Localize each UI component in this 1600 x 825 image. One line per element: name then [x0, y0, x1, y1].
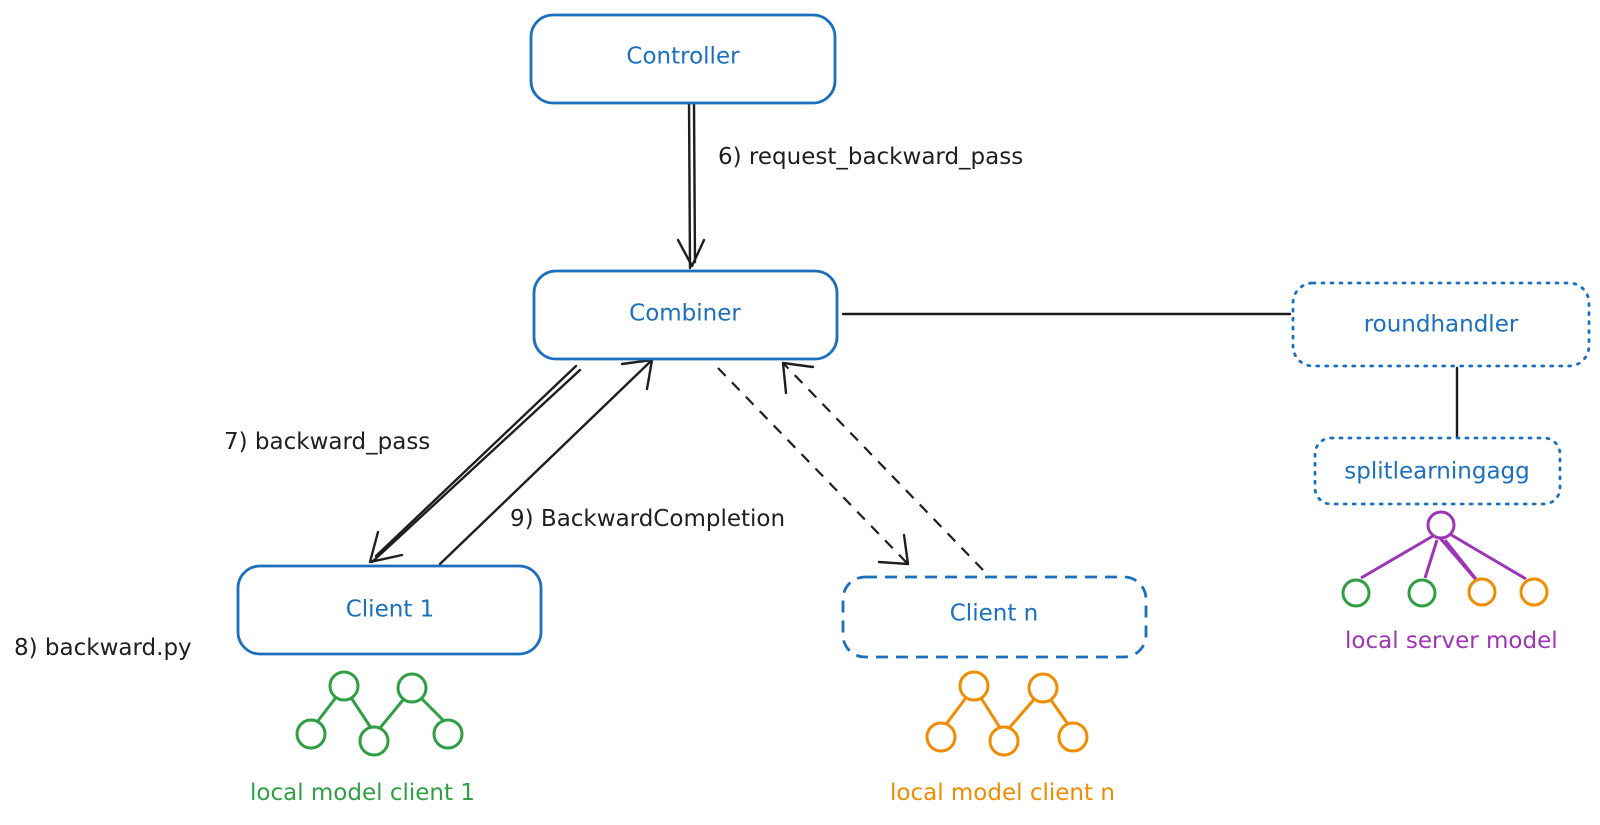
- client1-label: Client 1: [346, 597, 435, 623]
- label-backward-pass: 7) backward_pass: [224, 429, 430, 455]
- controller-label: Controller: [626, 44, 740, 70]
- node-client-1[interactable]: Client 1: [236, 564, 543, 656]
- node-roundhandler[interactable]: roundhandler: [1291, 281, 1591, 368]
- node-splitlearningagg[interactable]: splitlearningagg: [1313, 436, 1562, 506]
- roundhandler-label: roundhandler: [1364, 312, 1519, 338]
- node-controller[interactable]: Controller: [529, 13, 837, 105]
- label-request-backward-pass: 6) request_backward_pass: [718, 144, 1023, 170]
- clientn-model-caption: local model client n: [890, 780, 1115, 806]
- server-model-tree-icon: [1341, 510, 1549, 608]
- arrow-client1-to-combiner: [438, 358, 654, 566]
- clientn-model-tree-icon: [925, 670, 1089, 757]
- arrow-controller-to-combiner: [676, 100, 706, 270]
- node-client-n[interactable]: Client n: [841, 575, 1148, 659]
- arrow-clientn-to-combiner: [781, 361, 984, 571]
- arrow-combiner-to-clientn: [717, 367, 910, 566]
- combiner-label: Combiner: [629, 301, 741, 327]
- label-backward-py: 8) backward.py: [14, 635, 192, 661]
- arrow-combiner-to-client1: [368, 364, 582, 564]
- splitlearningagg-label: splitlearningagg: [1344, 459, 1530, 485]
- label-backward-completion: 9) BackwardCompletion: [510, 506, 785, 532]
- client1-model-tree-icon: [295, 670, 464, 757]
- clientn-label: Client n: [950, 601, 1038, 627]
- client1-model-caption: local model client 1: [250, 780, 475, 806]
- node-combiner[interactable]: Combiner: [532, 269, 839, 361]
- server-model-caption: local server model: [1345, 628, 1558, 654]
